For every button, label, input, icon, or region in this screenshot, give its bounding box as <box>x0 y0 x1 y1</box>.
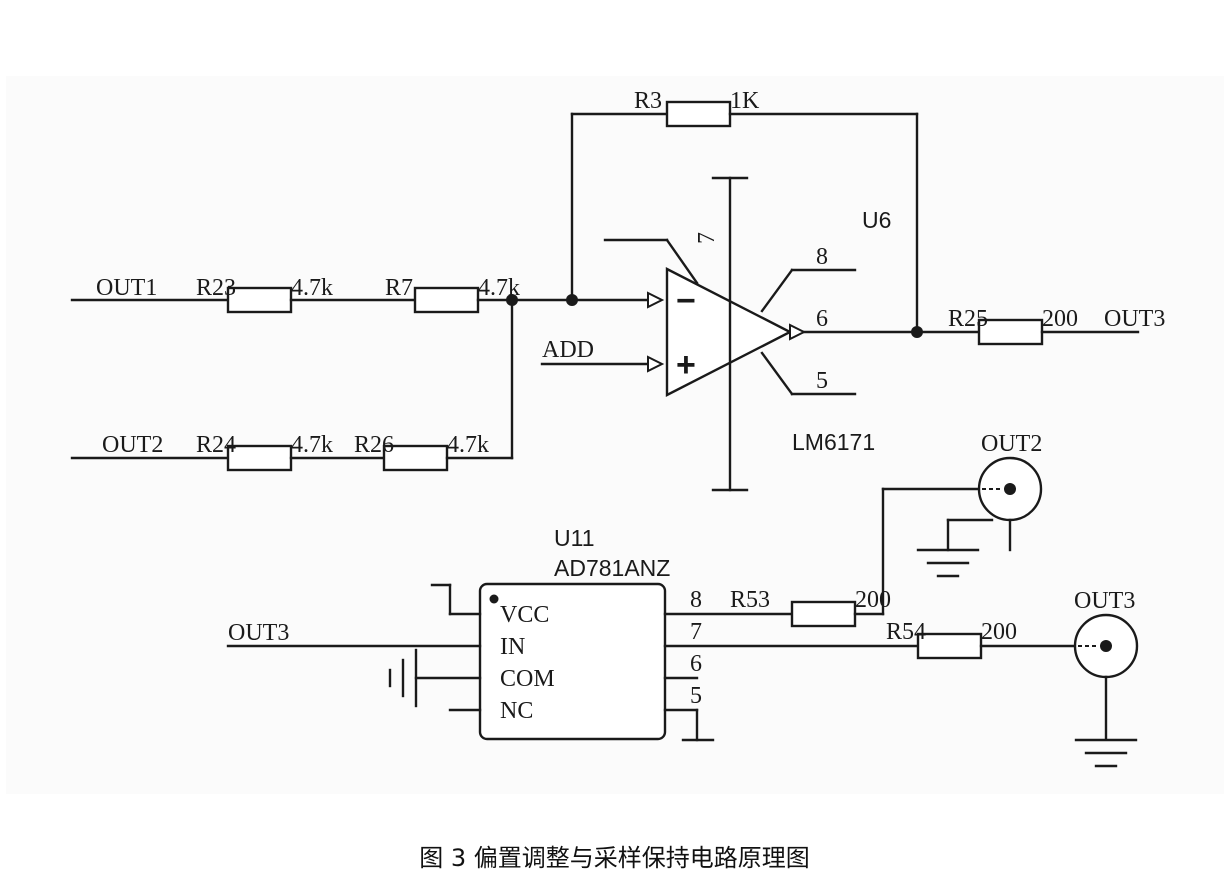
r26-value: 4.7k <box>447 432 489 458</box>
chip-pin-nc: NC <box>500 698 533 724</box>
chip-pin-in: IN <box>500 634 525 660</box>
chip-pin-vcc: VCC <box>500 602 549 628</box>
resistor-r25 <box>977 318 1044 346</box>
junction-output <box>911 326 923 338</box>
resistor-r54 <box>916 632 983 660</box>
r23-ref: R23 <box>196 275 236 301</box>
opamp-plus-sign: + <box>676 346 696 384</box>
resistor-r7 <box>413 286 480 314</box>
resistor-r53 <box>790 600 857 628</box>
bnc-out3-center <box>1100 640 1112 652</box>
net-label-add: ADD <box>542 337 594 363</box>
opamp-pin-7: 7 <box>694 232 720 244</box>
wire-pin8-diag <box>760 268 794 313</box>
connector-label-out3: OUT3 <box>1074 588 1135 614</box>
resistor-r23 <box>226 286 293 314</box>
net-label-out1: OUT1 <box>96 275 157 301</box>
r7-value: 4.7k <box>478 275 520 301</box>
figure-caption: 图 3 偏置调整与采样保持电路原理图 <box>419 844 810 872</box>
r24-value: 4.7k <box>291 432 333 458</box>
connector-label-out2: OUT2 <box>981 431 1042 457</box>
chip-pin-8: 8 <box>690 587 702 613</box>
r54-value: 200 <box>981 619 1017 645</box>
output-pin-arrow <box>789 323 807 341</box>
opamp-pin-5: 5 <box>816 368 828 394</box>
r53-value: 200 <box>855 587 891 613</box>
opamp-designator: U6 <box>862 207 891 233</box>
r7-ref: R7 <box>385 275 413 301</box>
r54-ref: R54 <box>886 619 926 645</box>
chip-pin-com: COM <box>500 666 555 692</box>
bnc-out2-center <box>1004 483 1016 495</box>
chip-pin-7: 7 <box>690 619 702 645</box>
net-label-out3: OUT3 <box>1104 306 1165 332</box>
chip-pin-5: 5 <box>690 683 702 709</box>
r25-ref: R25 <box>948 306 988 332</box>
net-label-out2: OUT2 <box>102 432 163 458</box>
r24-ref: R24 <box>196 432 236 458</box>
chip-u11-body <box>478 582 667 741</box>
opamp-pin-8: 8 <box>816 244 828 270</box>
inverting-pin-arrow <box>647 291 665 309</box>
chip-designator: U11 <box>554 525 595 551</box>
net-label-out3-input: OUT3 <box>228 620 289 646</box>
chip-pin1-marker <box>489 594 499 604</box>
resistor-r24 <box>226 444 293 472</box>
opamp-pin-6: 6 <box>816 306 828 332</box>
opamp-minus-sign: − <box>676 282 696 320</box>
chip-pin-6: 6 <box>690 651 702 677</box>
r53-ref: R53 <box>730 587 770 613</box>
wire-pin5-diag <box>760 351 794 396</box>
resistor-r3 <box>665 100 732 128</box>
opamp-part: LM6171 <box>792 429 875 455</box>
junction-sum <box>506 294 518 306</box>
r23-value: 4.7k <box>291 275 333 301</box>
chip-part: AD781ANZ <box>554 555 670 581</box>
noninverting-pin-arrow <box>647 355 665 373</box>
r3-ref: R3 <box>634 88 662 114</box>
opamp-u6-body <box>665 267 793 397</box>
r26-ref: R26 <box>354 432 394 458</box>
r3-value: 1K <box>730 88 760 114</box>
wire-opamp-pin-diag <box>665 238 699 285</box>
r25-value: 200 <box>1042 306 1078 332</box>
